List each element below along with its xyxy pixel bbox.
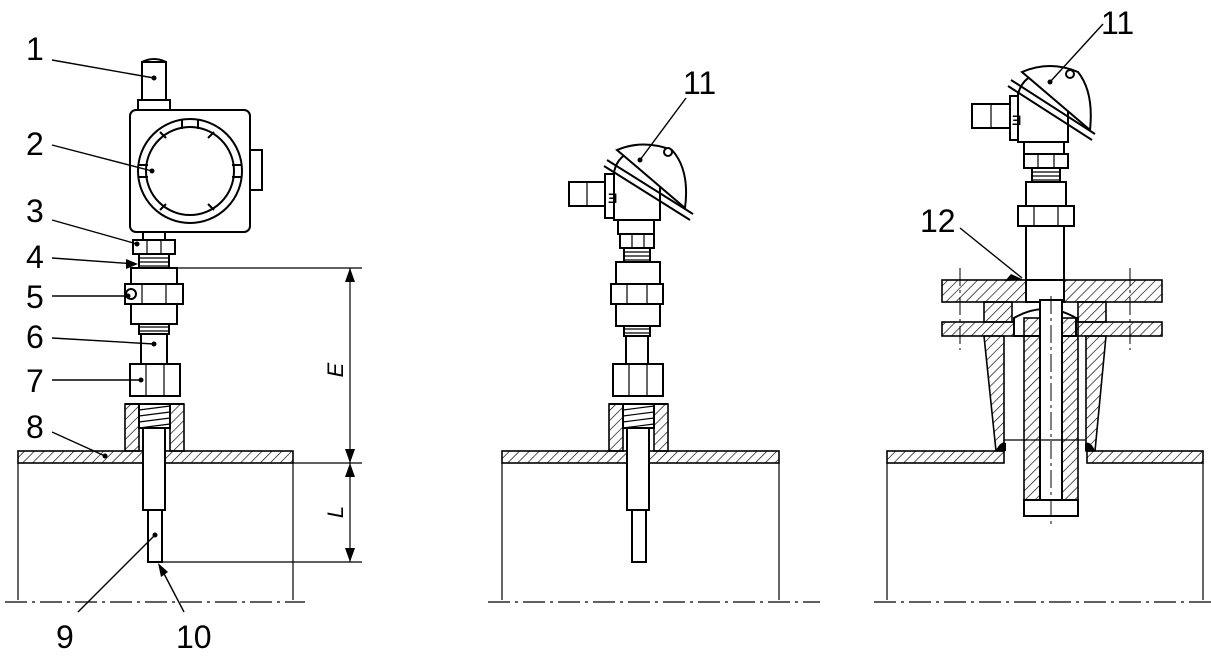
label-4: 4 bbox=[26, 239, 44, 275]
neck-assembly-2 bbox=[610, 233, 664, 397]
label-2: 2 bbox=[26, 126, 44, 162]
dimension-l-label: L bbox=[323, 506, 348, 518]
label-11a: 11 bbox=[683, 65, 716, 101]
explosion-proof-housing bbox=[129, 109, 263, 233]
pipe-wall-3 bbox=[874, 450, 1211, 603]
leader-lines-1 bbox=[51, 59, 185, 613]
pipe-wall-2 bbox=[488, 450, 820, 603]
neck-assembly-3 bbox=[1017, 153, 1075, 281]
label-6: 6 bbox=[26, 319, 44, 355]
mounting-boss-2 bbox=[608, 403, 669, 452]
view-standard-head: Ǝ bbox=[488, 65, 820, 603]
label-12: 12 bbox=[920, 203, 956, 239]
neck-assembly-1 bbox=[124, 231, 184, 397]
label-11b: 11 bbox=[1101, 5, 1134, 41]
label-8: 8 bbox=[26, 409, 44, 445]
ground-glyph-2: Ǝ bbox=[608, 190, 617, 206]
probe-1 bbox=[142, 427, 166, 563]
dimension-e-label: E bbox=[323, 362, 348, 377]
label-3: 3 bbox=[26, 193, 44, 229]
flange-section bbox=[941, 268, 1163, 525]
label-7: 7 bbox=[26, 363, 44, 399]
label-5: 5 bbox=[26, 279, 44, 315]
label-1: 1 bbox=[26, 31, 44, 67]
label-9: 9 bbox=[56, 619, 74, 655]
leader-11a bbox=[639, 97, 687, 161]
label-10: 10 bbox=[176, 619, 212, 655]
leader-12 bbox=[959, 227, 1023, 279]
probe-2 bbox=[626, 427, 650, 563]
ground-glyph-3: Ǝ bbox=[1012, 112, 1021, 128]
view-explosion-proof: E L 1 2 3 4 5 6 7 8 9 10 bbox=[5, 31, 362, 655]
mounting-boss-1 bbox=[124, 403, 185, 452]
connection-head-2: Ǝ bbox=[568, 143, 694, 235]
cable-entry-1 bbox=[137, 58, 171, 111]
dimension-lines-1: E L bbox=[162, 267, 362, 563]
view-flanged-thermowell: Ǝ bbox=[874, 5, 1211, 603]
connection-head-3: Ǝ bbox=[971, 65, 1096, 155]
leader-11b bbox=[1049, 23, 1104, 83]
